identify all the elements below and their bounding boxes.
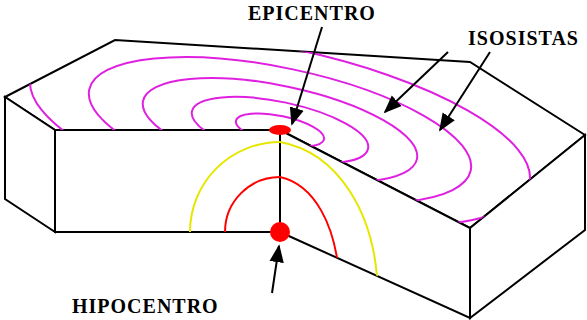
label-text: HIPOCENTRO: [72, 296, 219, 316]
label-text: ISOSISTAS: [468, 28, 579, 48]
label-text: EPICENTRO: [248, 3, 376, 23]
wave-fronts-side: [280, 142, 378, 300]
epicenter-dot: [269, 125, 291, 135]
hypocenter-dot: [270, 222, 290, 242]
isoseismal-lines: [14, 0, 547, 263]
leader-arrows: [272, 27, 490, 293]
wave-fronts-front: [190, 142, 370, 320]
front-face: [55, 130, 280, 232]
cut-face: [280, 130, 470, 318]
end-face: [470, 135, 585, 318]
